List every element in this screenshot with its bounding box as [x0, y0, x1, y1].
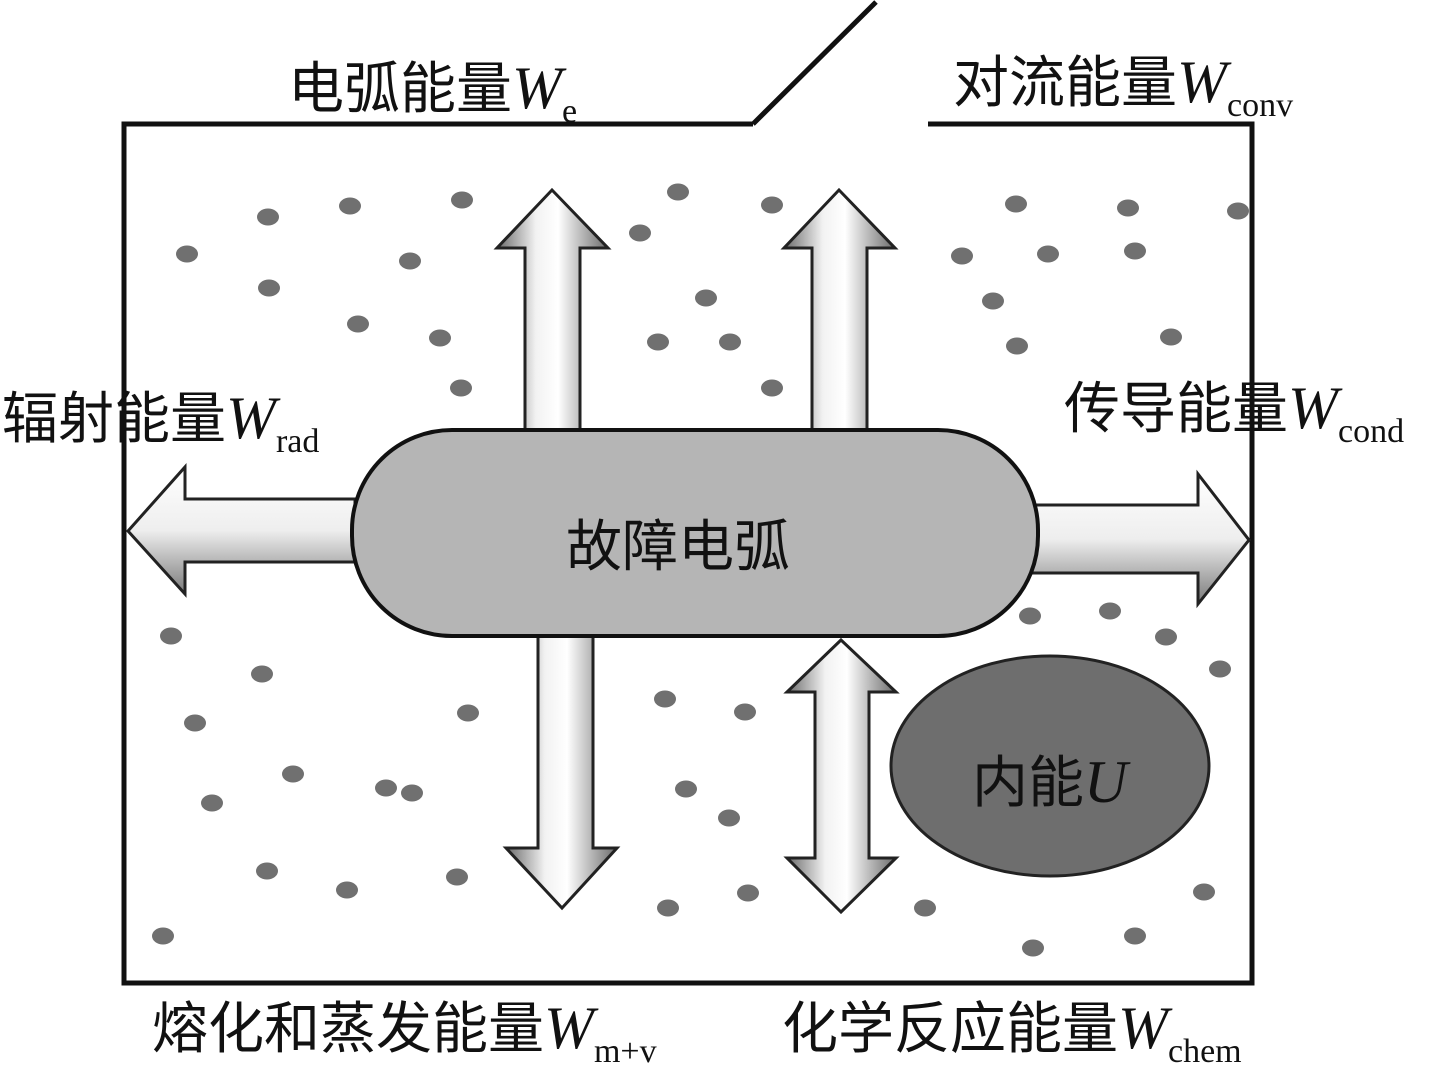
arrow-up-right	[780, 187, 899, 432]
particle	[654, 690, 676, 708]
particle	[1005, 195, 1027, 213]
arrow-bidirectional-chemical	[783, 637, 900, 915]
conduction-energy-subscript: cond	[1337, 413, 1405, 450]
chemical-energy-subscript: chem	[1167, 1033, 1242, 1070]
particle	[657, 899, 679, 917]
particle	[176, 245, 198, 263]
fault-arc-node	[350, 428, 1040, 638]
internal-energy-text: 内能	[972, 751, 1084, 816]
particle	[761, 196, 783, 214]
particle	[457, 704, 479, 722]
melt-vapor-energy-label: 熔化和蒸发能量Wm+v	[152, 995, 657, 1069]
conduction-energy-text: 传导能量	[1064, 377, 1288, 442]
particle	[201, 794, 223, 812]
radiation-energy-symbol: W	[226, 385, 276, 451]
arrow-down-left	[502, 633, 621, 911]
chemical-energy-label: 化学反应能量Wchem	[782, 995, 1242, 1069]
internal-energy-symbol: U	[1084, 749, 1128, 815]
particle	[184, 714, 206, 732]
internal-energy-node	[889, 654, 1211, 878]
particle	[1160, 328, 1182, 346]
particle	[982, 292, 1004, 310]
particle	[737, 884, 759, 902]
particle	[667, 183, 689, 201]
particle	[914, 899, 936, 917]
enclosure-left-top-wall	[121, 121, 1255, 986]
particle	[160, 627, 182, 645]
particle	[1155, 628, 1177, 646]
particle	[451, 191, 473, 209]
particle	[951, 247, 973, 265]
chemical-energy-symbol: W	[1118, 995, 1168, 1061]
arc-energy-subscript: e	[561, 93, 578, 130]
particle	[1117, 199, 1139, 217]
particle	[1022, 939, 1044, 957]
convection-energy-text: 对流能量	[953, 51, 1177, 116]
arc-energy-label: 电弧能量We	[288, 55, 577, 129]
radiation-energy-text: 辐射能量	[2, 387, 226, 452]
particle	[1037, 245, 1059, 263]
particle	[399, 252, 421, 270]
convection-energy-subscript: conv	[1226, 87, 1294, 124]
particle	[251, 665, 273, 683]
particle	[258, 279, 280, 297]
arrow-left-radiation	[125, 463, 357, 598]
radiation-energy-label: 辐射能量Wrad	[2, 385, 319, 459]
particle	[695, 289, 717, 307]
particle	[1006, 337, 1028, 355]
fault-arc-label: 故障电弧	[566, 515, 790, 580]
arrow-up-left	[493, 187, 612, 432]
particle	[1124, 242, 1146, 260]
conduction-energy-label: 传导能量Wcond	[1064, 375, 1404, 449]
particle	[282, 765, 304, 783]
particle	[336, 881, 358, 899]
particle	[1019, 607, 1041, 625]
convection-energy-label: 对流能量Wconv	[953, 49, 1293, 123]
enclosure-vent-flap	[751, 0, 878, 126]
internal-energy-label: 内能U	[972, 738, 1127, 819]
melt-vapor-energy-subscript: m+v	[593, 1033, 657, 1070]
particle	[719, 333, 741, 351]
particle	[1227, 202, 1249, 220]
particle	[647, 333, 669, 351]
conduction-energy-symbol: W	[1288, 375, 1338, 441]
particle	[1193, 883, 1215, 901]
particles	[152, 183, 1249, 957]
particle	[675, 780, 697, 798]
arrow-right-conduction	[1028, 469, 1251, 609]
particle	[450, 379, 472, 397]
particle	[1209, 660, 1231, 678]
particle	[1099, 602, 1121, 620]
chemical-energy-text: 化学反应能量	[782, 997, 1118, 1062]
arc-energy-symbol: W	[512, 55, 562, 121]
melt-vapor-energy-text: 熔化和蒸发能量	[152, 997, 544, 1062]
radiation-energy-subscript: rad	[275, 423, 320, 460]
particle	[152, 927, 174, 945]
enclosure	[121, 0, 1255, 986]
particle	[734, 703, 756, 721]
particle	[761, 379, 783, 397]
particle	[429, 329, 451, 347]
particle	[446, 868, 468, 886]
particle	[629, 224, 651, 242]
particle	[347, 315, 369, 333]
particle	[257, 208, 279, 226]
convection-energy-symbol: W	[1177, 49, 1227, 115]
particle	[256, 862, 278, 880]
arc-energy-text: 电弧能量	[288, 57, 512, 122]
particle	[375, 779, 397, 797]
particle	[401, 784, 423, 802]
particle	[718, 809, 740, 827]
melt-vapor-energy-symbol: W	[544, 995, 594, 1061]
particle	[339, 197, 361, 215]
particle	[1124, 927, 1146, 945]
